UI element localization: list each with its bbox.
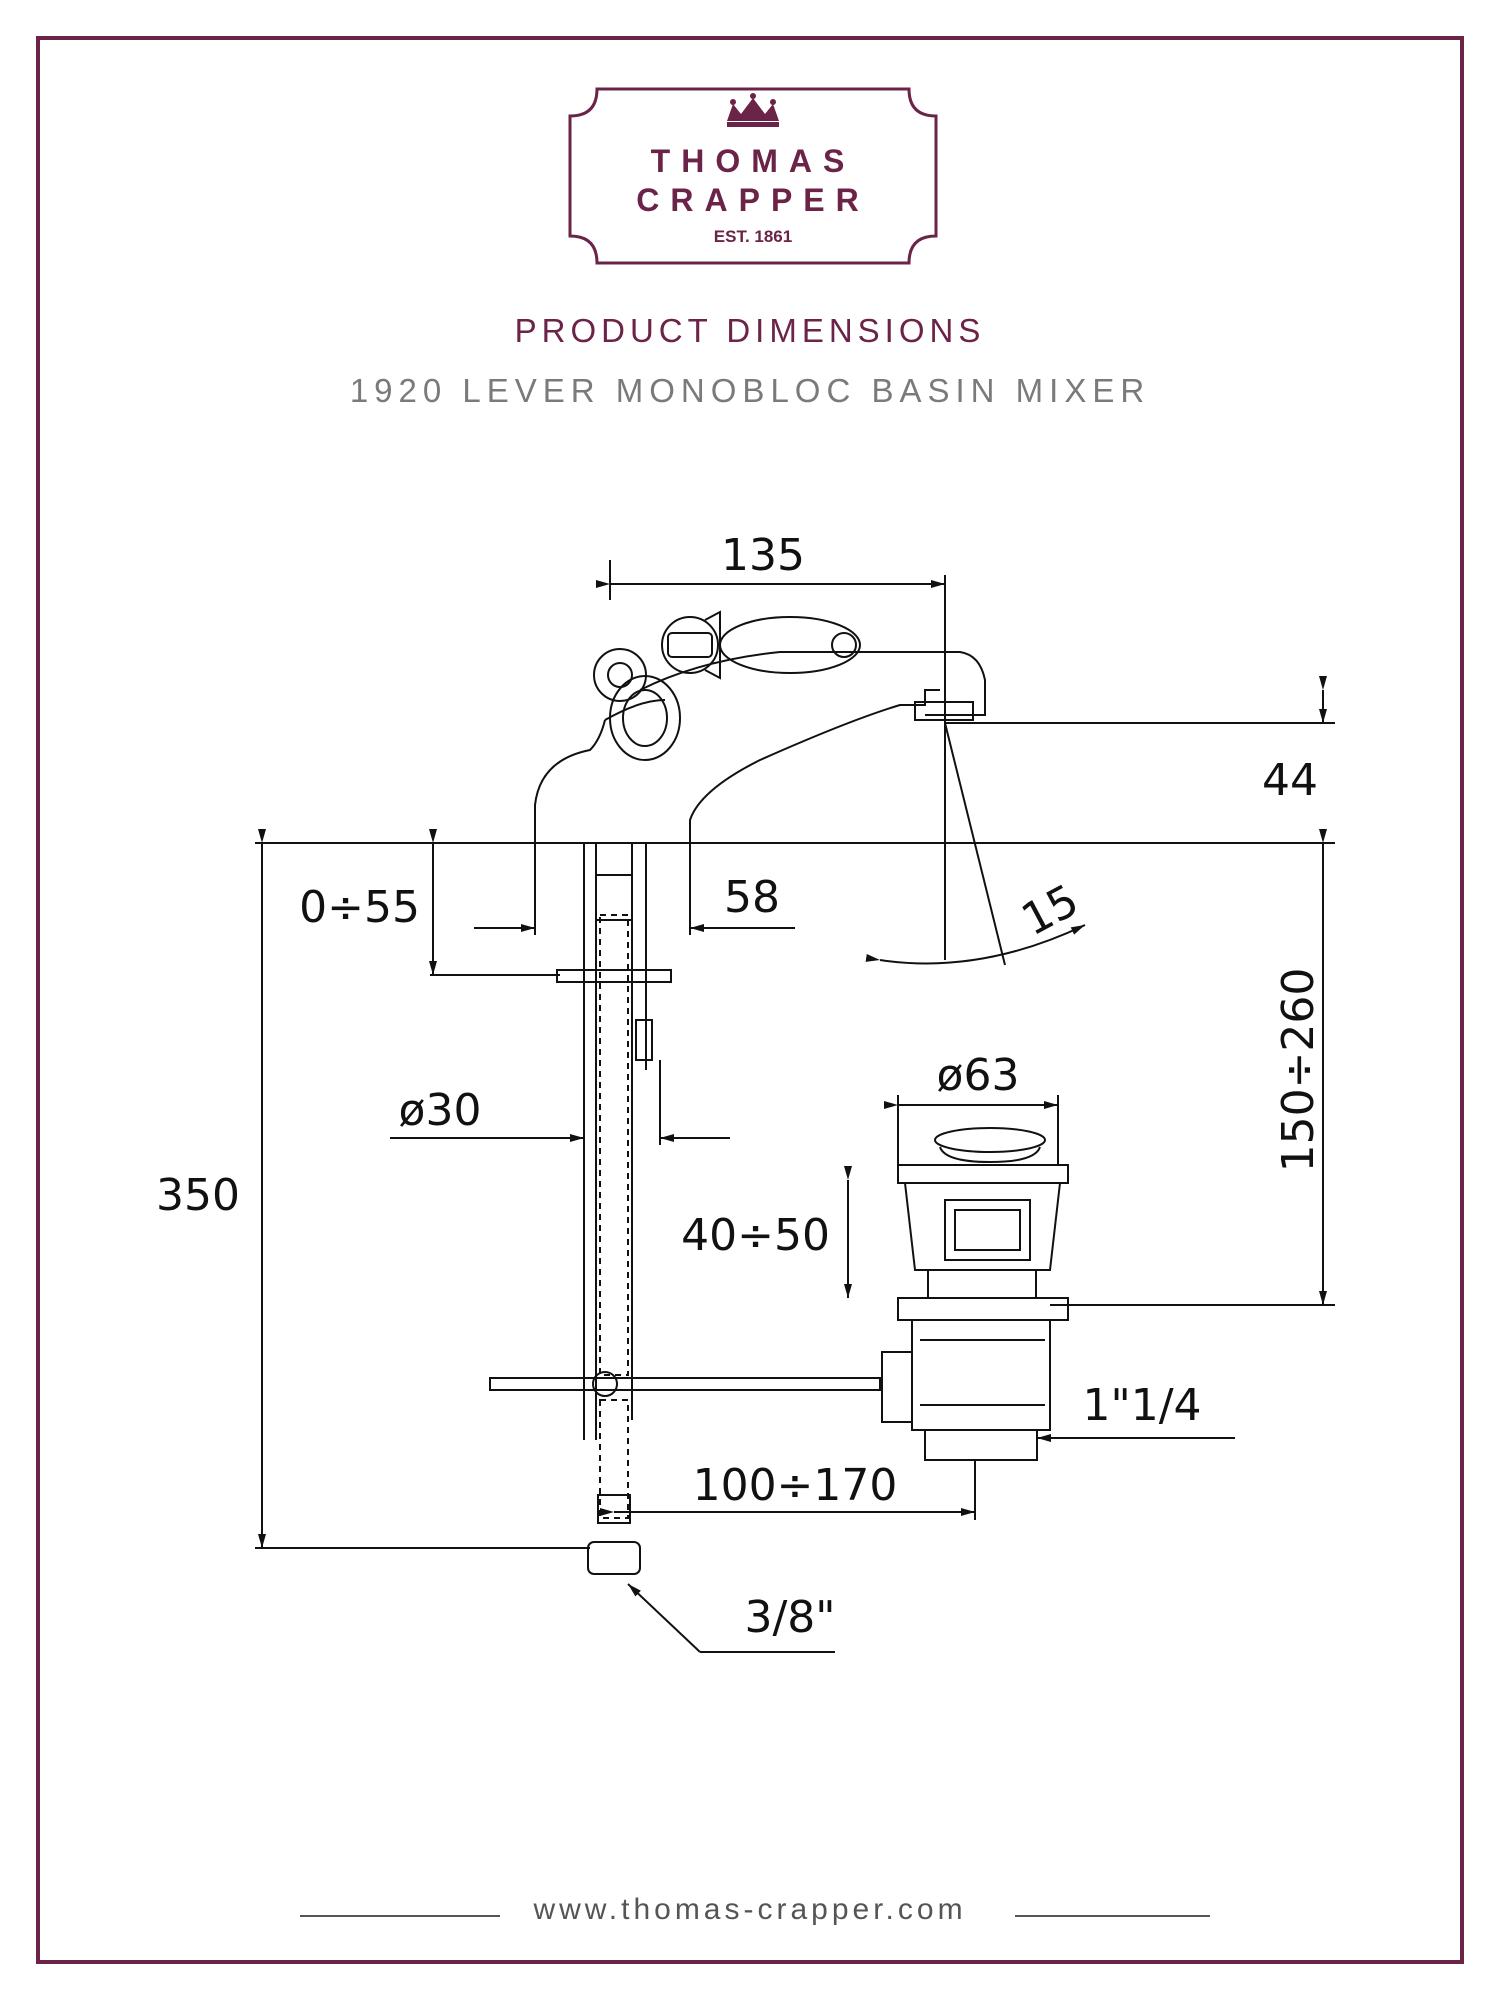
dim-deck-thickness: 0÷55 xyxy=(299,882,420,933)
pop-up-waste xyxy=(489,1127,1069,1461)
dim-spout-reach: 135 xyxy=(721,530,805,581)
page-heading: PRODUCT DIMENSIONS xyxy=(514,312,986,349)
footer-rule-right xyxy=(1015,1915,1210,1917)
page-border xyxy=(36,36,1464,1964)
brand-name-line1: THOMAS xyxy=(650,143,856,179)
dim-waste-head: ø63 xyxy=(937,1050,1020,1101)
logo-frame xyxy=(568,87,938,265)
product-name: 1920 LEVER MONOBLOC BASIN MIXER xyxy=(349,372,1151,409)
brand-name-line2: CRAPPER xyxy=(636,182,870,218)
footer-rule-left xyxy=(300,1915,500,1917)
dim-rod-length: 100÷170 xyxy=(693,1460,898,1511)
dim-spout-angle: 15 xyxy=(1014,875,1087,946)
dim-hose-connection: 3/8" xyxy=(744,1592,835,1643)
footer-website-link[interactable]: www.thomas-crapper.com xyxy=(533,1893,967,1926)
dim-waste-thread: 1"1/4 xyxy=(1082,1380,1201,1431)
dim-shank-diameter: ø30 xyxy=(399,1085,482,1136)
tap-shank xyxy=(556,843,672,1575)
brand-logo: THOMAS CRAPPER EST. 1861 xyxy=(567,86,939,266)
crown-icon xyxy=(727,93,779,127)
dim-overall-length: 350 xyxy=(156,1170,240,1221)
dim-body-base: 58 xyxy=(724,872,780,923)
dim-waste-adjust: 40÷50 xyxy=(681,1210,830,1261)
dim-spout-height: 44 xyxy=(1262,755,1318,806)
tap-body xyxy=(534,610,986,844)
brand-established: EST. 1861 xyxy=(713,227,793,246)
dim-max-deck: 150÷260 xyxy=(1273,968,1324,1173)
